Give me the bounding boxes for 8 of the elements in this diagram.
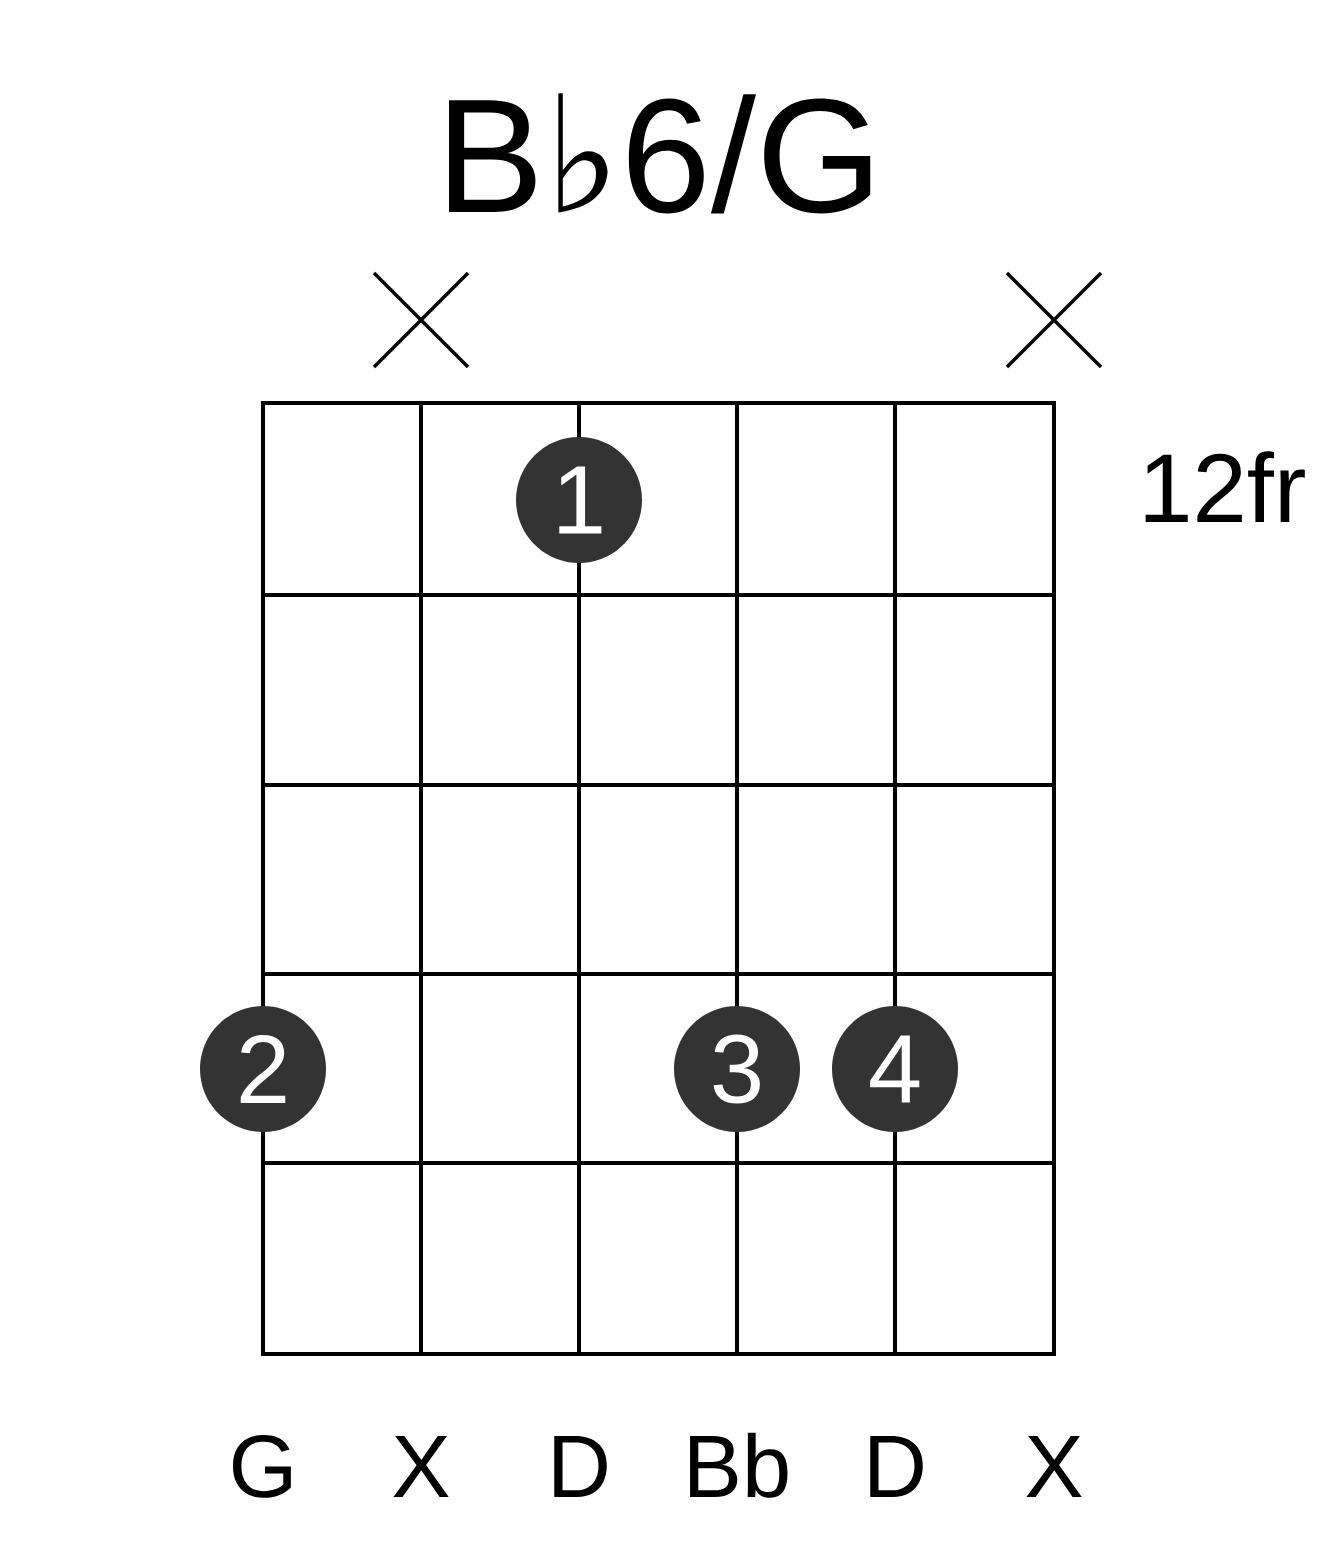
chord-title: B♭6/G [449,93,871,214]
string-label: Bb [690,1432,788,1498]
string-label: D [870,1436,923,1497]
string-label: D [554,1436,607,1497]
fret-number: 12fr [1145,451,1305,522]
string-label: X [1026,1436,1082,1497]
string-label: G [232,1435,291,1498]
string-label: X [393,1436,449,1497]
